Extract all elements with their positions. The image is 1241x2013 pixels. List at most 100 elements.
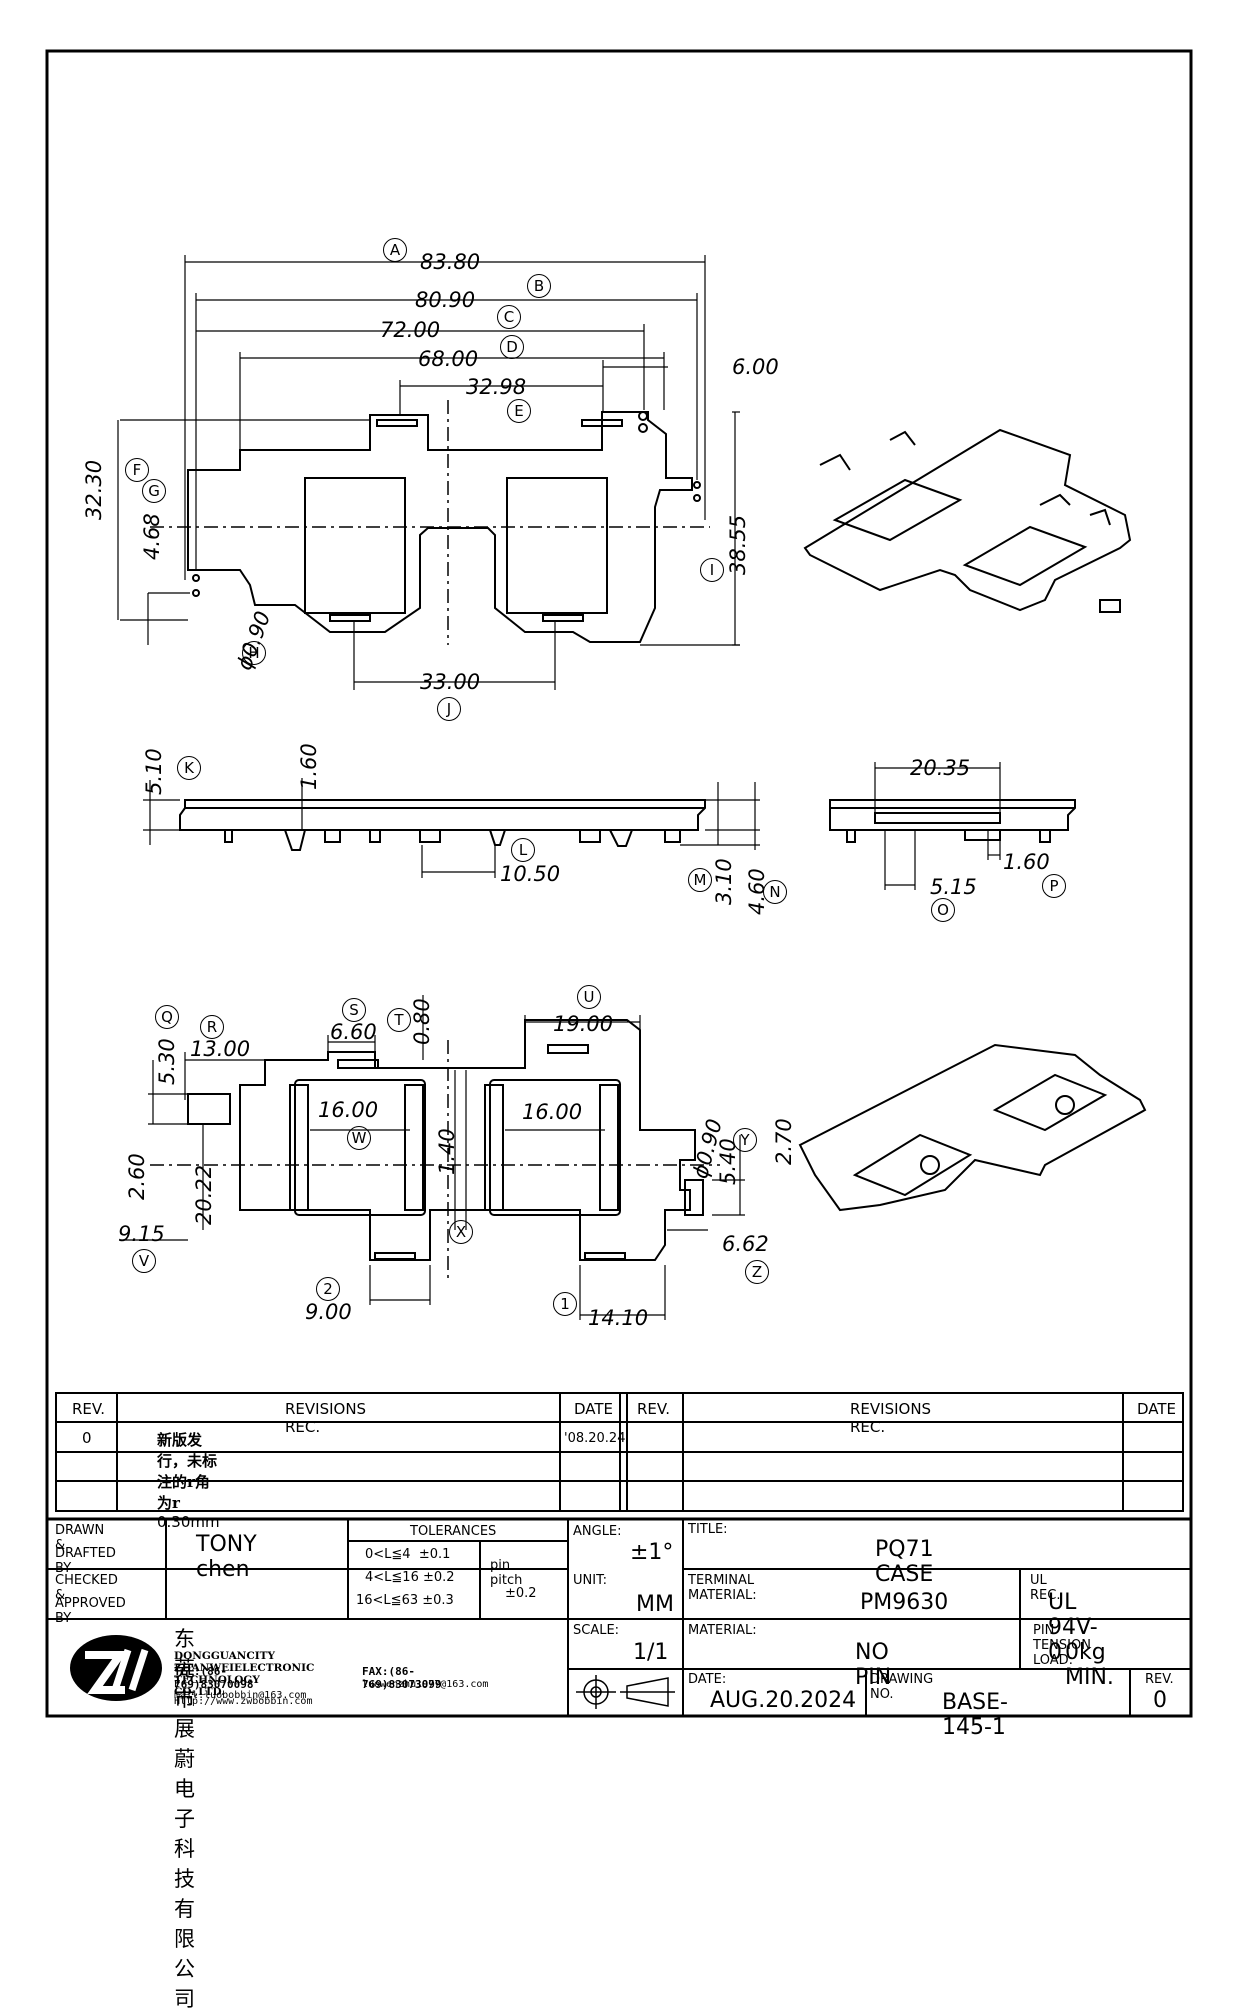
drafted-label: DRAFTED BY: [55, 1546, 116, 1576]
dim-F-circle: F: [125, 458, 149, 482]
angle: ±1°: [630, 1540, 674, 1565]
dim-K-value: 5.10: [142, 748, 166, 795]
rec-header-right: REVISIONS REC.: [850, 1400, 932, 1436]
rec-header-left: REVISIONS REC.: [285, 1400, 367, 1436]
dim-Z-value: 6.62: [722, 1232, 769, 1256]
tol-row-1: 4<L≦16 ±0.2: [365, 1570, 455, 1585]
dim-1600b-value: 16.00: [522, 1100, 583, 1124]
ul-label: UL REC.: [1030, 1573, 1061, 1603]
dim-H-value: ϕ0.90: [232, 608, 276, 674]
pin-pitch-label: pin pitch: [490, 1558, 523, 1588]
unit: MM: [636, 1592, 674, 1617]
dim-B-circle: B: [527, 274, 551, 298]
end-view-dimension-lines: [874, 762, 1001, 890]
dim-6-value: 6.00: [732, 355, 779, 379]
dim-K-circle: K: [177, 756, 201, 780]
tol-row-2: 16<L≦63 ±0.3: [356, 1593, 454, 1608]
dim-U-value: 19.00: [553, 1012, 614, 1036]
dim-S-value: 6.60: [330, 1020, 377, 1044]
scale: 1/1: [633, 1640, 669, 1665]
bottom-view: [187, 1019, 704, 1261]
drawing-sheet: [45, 49, 1193, 1718]
dim-P-circle: P: [1042, 874, 1066, 898]
dim-W-circle: W: [347, 1126, 371, 1150]
rev-row-0-rec-val: 0.30mm: [157, 1513, 220, 1531]
ul: UL 94V-0: [1048, 1590, 1098, 1665]
dim-V-circle: V: [132, 1249, 156, 1273]
dim-A-value: 83.80: [420, 250, 481, 274]
rev-row-0-rec-cn: 新版发行，未标注的r角为r: [157, 1431, 218, 1512]
title: PQ71 CASE: [875, 1537, 934, 1587]
terminal: PM9630: [860, 1590, 949, 1615]
dim-P-value: 1.60: [1003, 850, 1050, 874]
top-view-centerlines: [150, 400, 710, 645]
company-en: DONGGUANCITY ZHANWEIELECTRONIC TECHNOLOG…: [174, 1650, 315, 1698]
checked-label: CHECKED &: [55, 1573, 118, 1603]
dim-C-circle: C: [497, 305, 521, 329]
tol-range-2: 16<L≦63: [356, 1593, 419, 1608]
unit-label: UNIT:: [573, 1573, 607, 1588]
dim-S-circle: S: [342, 998, 366, 1022]
drawn-label: DRAWN &: [55, 1523, 105, 1553]
drawing-no: BASE-145-1: [942, 1690, 1008, 1740]
dim-F-value: 32.30: [82, 459, 106, 520]
top-view: [187, 411, 701, 643]
dim-T-value: 0.80: [410, 998, 434, 1045]
tolerances-label: TOLERANCES: [410, 1524, 497, 1539]
dim-X-value: 1.40: [435, 1128, 459, 1175]
bottom-view-centerlines: [150, 1040, 720, 1280]
tol-value-2: ±0.3: [422, 1593, 454, 1608]
dim-R-value: 13.00: [190, 1037, 251, 1061]
dim-260-value: 2.60: [125, 1153, 149, 1200]
side-view: [179, 799, 706, 851]
pin-tension: 0kg MIN.: [1065, 1640, 1114, 1690]
dim-2035-value: 20.35: [910, 756, 971, 780]
dim-1-value: 14.10: [588, 1306, 649, 1330]
dim-U-circle: U: [577, 985, 601, 1009]
tel: TEL:(86-769)83070098: [174, 1665, 254, 1691]
dim-L-circle: L: [511, 838, 535, 862]
dim-G-value: 4.68: [140, 513, 164, 560]
dim-B-value: 80.90: [415, 288, 476, 312]
dim-Q-value: 5.30: [155, 1038, 179, 1085]
dim-L-value: 10.50: [500, 862, 561, 886]
dim-O-circle: O: [931, 898, 955, 922]
tol-range-0: 0<L≦4: [365, 1547, 411, 1562]
tol-value-1: ±0.2: [422, 1570, 455, 1585]
dim-W-value: 16.00: [318, 1098, 379, 1122]
side-view-dimension-lines: [143, 778, 760, 878]
dim-J-circle: J: [437, 697, 461, 721]
dim-H-number: 0.90: [236, 608, 276, 661]
top-view-dimension-lines: [117, 255, 740, 690]
dim-O-value: 5.15: [930, 875, 977, 899]
material: NO PIN: [855, 1640, 892, 1690]
dim-M-value: 3.10: [712, 858, 736, 905]
dim-V-value: 9.15: [118, 1222, 165, 1246]
end-view: [829, 799, 1076, 843]
drawing-no-label: DRAWING NO.: [870, 1672, 934, 1702]
email: E-mail:luobobbin@163.com: [174, 1679, 307, 1701]
pin-tension-label: PIN TENSION LOAD:: [1033, 1623, 1091, 1668]
dimension-labels: A 83.80 B 80.90 C 72.00 D 68.00 32.98 E …: [82, 238, 1066, 1330]
dim-D-circle: D: [500, 335, 524, 359]
dim-E-circle: E: [507, 399, 531, 423]
dim-J-value: 33.00: [420, 670, 481, 694]
dim-H-circle: H: [242, 641, 266, 665]
dim-Z-circle: Z: [745, 1260, 769, 1284]
rev-row-0-rec: 新版发行，未标注的r角为r 0.30mm: [157, 1429, 220, 1531]
approved-label: APPROVED BY: [55, 1596, 126, 1626]
rev: 0: [1153, 1688, 1167, 1713]
dim-270-value: 2.70: [772, 1118, 796, 1165]
dim-I-circle: I: [700, 558, 724, 582]
dim-C-value: 72.00: [380, 318, 441, 342]
dim-G-circle: G: [142, 479, 166, 503]
dim-X-circle: X: [449, 1220, 473, 1244]
rev-header-right: REV.: [637, 1400, 670, 1418]
dim-M-circle: M: [688, 868, 712, 892]
company-logo: [70, 1635, 162, 1701]
date-label: DATE:: [688, 1672, 727, 1687]
dim-160-value: 1.60: [297, 743, 321, 790]
rev-header-left: REV.: [72, 1400, 105, 1418]
dim-2022-value: 20.22: [192, 1164, 216, 1225]
dim-1-circle: 1: [553, 1292, 577, 1316]
